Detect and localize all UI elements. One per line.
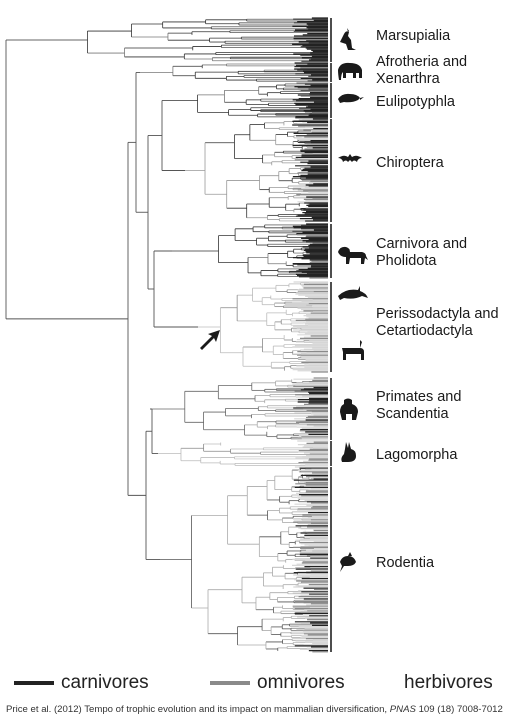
dolphin-icon <box>338 286 368 300</box>
legend-swatch-omnivores <box>210 681 250 685</box>
legend-item-omnivores: omnivores <box>210 670 345 696</box>
citation-prefix: Price et al. (2012) Tempo of trophic evo… <box>6 704 390 715</box>
reindeer-icon <box>342 340 366 360</box>
clade-label-eulipotyphla: Eulipotyphla <box>376 94 455 110</box>
legend: carnivores omnivores herbivores <box>0 670 531 696</box>
clade-label-perissodactyla: Perissodactyla and Cetartiodactyla <box>376 306 499 339</box>
bat-icon <box>338 154 362 162</box>
arrow-icon <box>200 330 220 350</box>
citation-journal: PNAS <box>389 704 416 715</box>
elephant-icon <box>338 62 362 80</box>
clade-label-carnivora: Carnivora and Pholidota <box>376 236 468 269</box>
clade-icons <box>200 28 368 572</box>
mouse-icon <box>340 552 356 572</box>
clade-label-lagomorpha: Lagomorpha <box>376 447 458 463</box>
citation: Price et al. (2012) Tempo of trophic evo… <box>6 704 526 715</box>
gorilla-icon <box>340 398 358 420</box>
citation-suffix: 109 (18) 7008-7012 <box>415 704 503 715</box>
legend-item-herbivores: herbivores <box>404 670 493 696</box>
shrew-icon <box>338 93 364 103</box>
legend-label-omnivores: omnivores <box>257 672 345 693</box>
clade-label-primates: Primates and Scandentia <box>376 389 462 422</box>
clade-label-rodentia: Rodentia <box>376 555 435 571</box>
tree-branches <box>5 18 328 652</box>
kangaroo-icon <box>340 28 356 50</box>
lion-icon <box>338 246 368 264</box>
clade-label-marsupialia: Marsupialia <box>376 28 451 44</box>
tree-tip-bands <box>292 17 328 653</box>
legend-swatch-carnivores <box>14 681 54 685</box>
clade-label-chiroptera: Chiroptera <box>376 155 444 171</box>
legend-label-carnivores: carnivores <box>61 672 149 693</box>
legend-label-herbivores: herbivores <box>404 672 493 693</box>
rabbit-icon <box>341 442 356 462</box>
phylogenetic-tree <box>5 17 368 653</box>
clade-label-afrotheria: Afrotheria and Xenarthra <box>376 54 468 87</box>
legend-item-carnivores: carnivores <box>14 670 149 696</box>
